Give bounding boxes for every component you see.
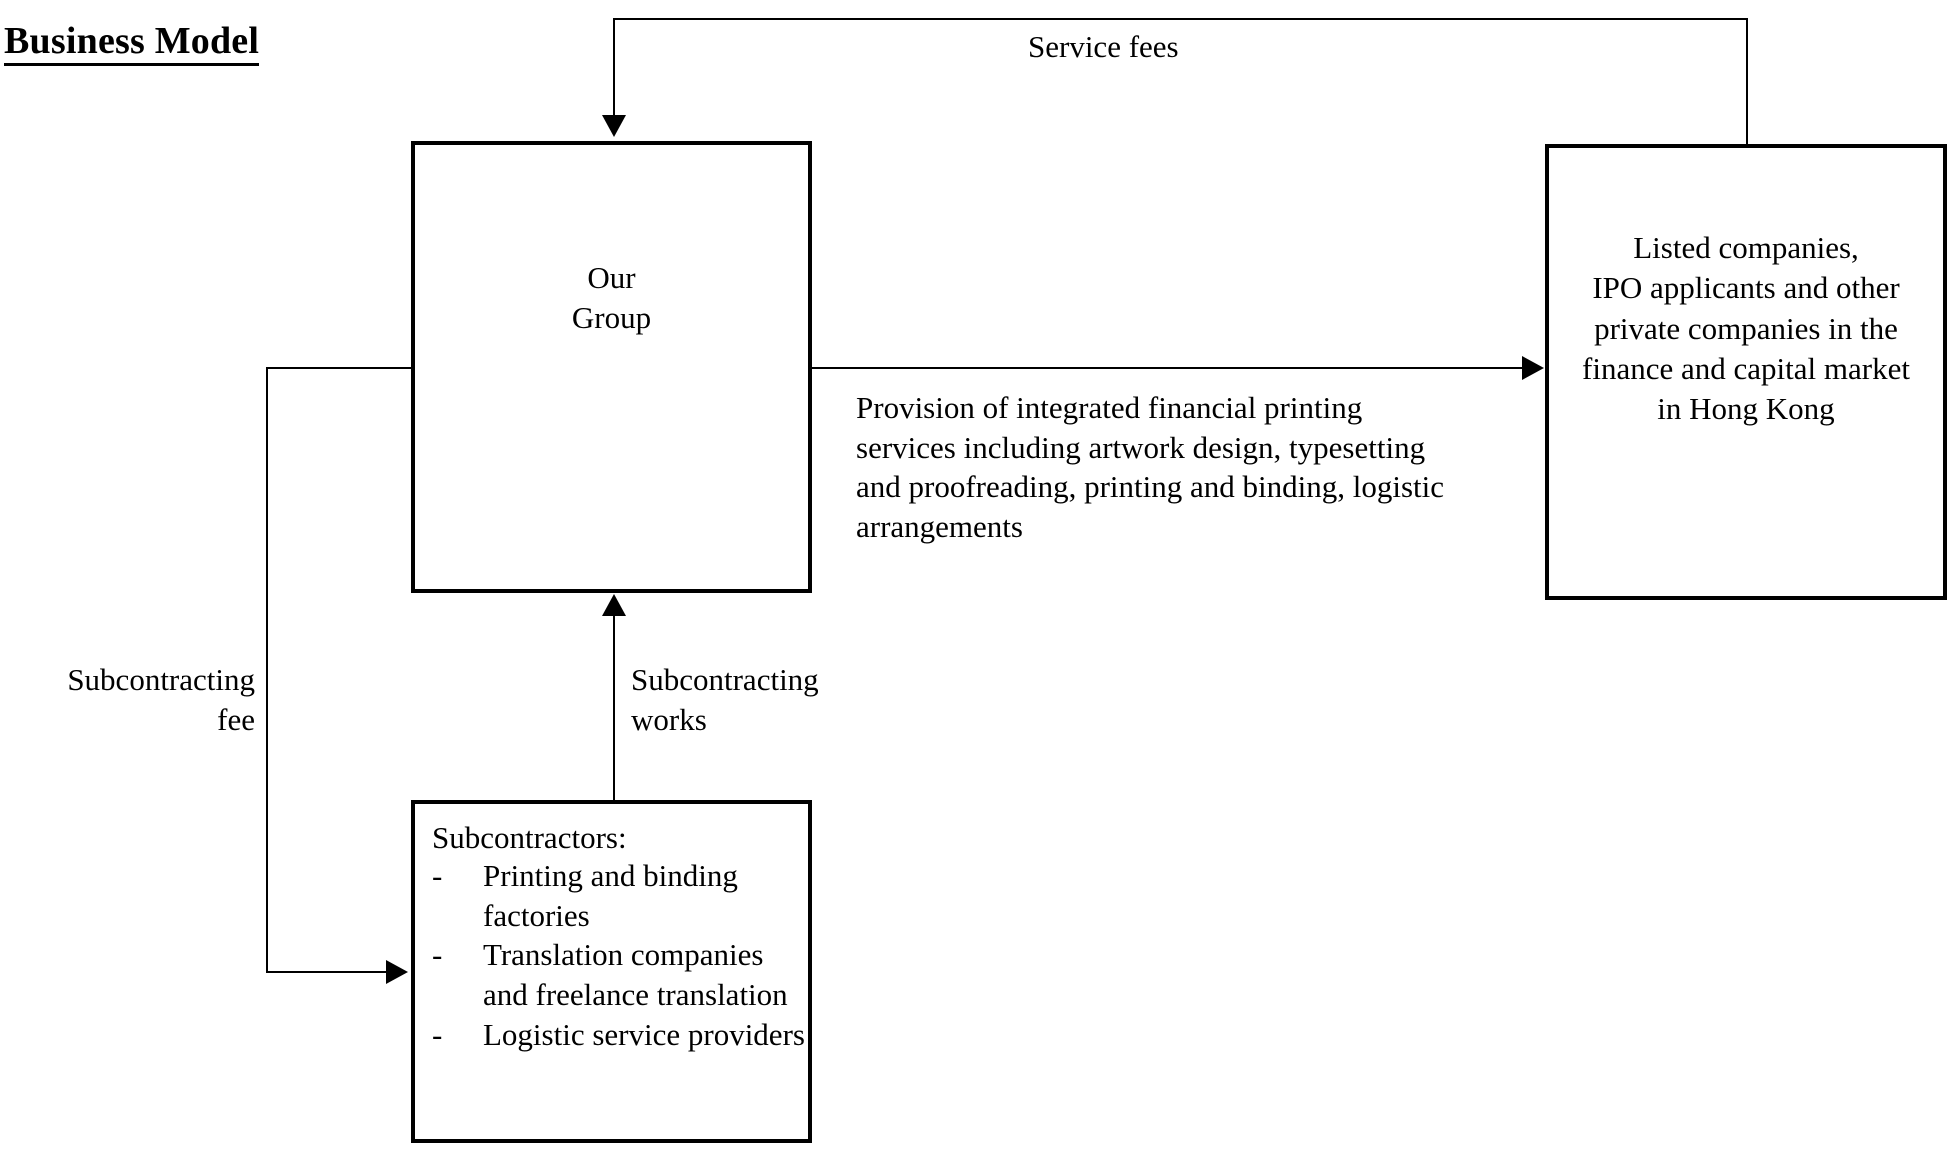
provision-line-4: arrangements bbox=[856, 509, 1023, 545]
subcontracting-fee-bottom-segment bbox=[266, 971, 388, 973]
list-item-label: Logistic service providers bbox=[483, 1016, 805, 1052]
provision-line-1: Provision of integrated financial printi… bbox=[856, 390, 1363, 425]
subcontracting-fee-riser bbox=[266, 367, 268, 971]
service-fees-arrowhead-icon bbox=[602, 115, 626, 137]
list-item: - Logistic service providers bbox=[432, 1015, 810, 1055]
list-item-label: Printing and binding factories bbox=[483, 858, 738, 933]
edge-label-subcontracting-works: Subcontracting works bbox=[631, 660, 891, 739]
service-fees-top-segment bbox=[613, 18, 1748, 20]
edge-label-provision: Provision of integrated financial printi… bbox=[856, 388, 1502, 547]
our-group-line-1: Our bbox=[587, 260, 636, 295]
subcontracting-works-line-2: works bbox=[631, 701, 707, 737]
our-group-label: Our Group bbox=[415, 258, 808, 337]
provision-line-2: services including artwork design, types… bbox=[856, 429, 1426, 465]
clients-line-5: in Hong Kong bbox=[1657, 391, 1835, 427]
subcontracting-works-line-1: Subcontracting bbox=[631, 662, 819, 697]
clients-line-4: finance and capital market bbox=[1582, 350, 1910, 386]
service-fees-riser-right bbox=[1746, 18, 1748, 145]
bullet-dash-icon: - bbox=[432, 1016, 443, 1052]
clients-line-1: Listed companies, bbox=[1633, 230, 1859, 265]
clients-line-3: private companies in the bbox=[1594, 310, 1898, 346]
provision-arrow-line bbox=[812, 367, 1524, 369]
list-item: - Translation companies and freelance tr… bbox=[432, 935, 810, 1014]
subcontracting-fee-top-segment bbox=[266, 367, 412, 369]
bullet-dash-icon: - bbox=[432, 858, 443, 893]
our-group-line-2: Group bbox=[571, 299, 652, 335]
subcontracting-fee-arrowhead-icon bbox=[386, 960, 408, 984]
service-fees-drop-left bbox=[613, 18, 615, 118]
subcontractors-heading: Subcontractors: bbox=[432, 820, 627, 855]
node-subcontractors: Subcontractors: - Printing and binding f… bbox=[411, 800, 812, 1143]
provision-arrowhead-icon bbox=[1522, 356, 1544, 380]
subcontracting-works-line bbox=[613, 596, 615, 802]
list-item-label: Translation companies and freelance tran… bbox=[483, 937, 788, 1013]
edge-label-subcontracting-fee: Subcontracting fee bbox=[20, 660, 255, 739]
subcontractors-list: - Printing and binding factories - Trans… bbox=[432, 856, 810, 1054]
subcontracting-fee-line-2: fee bbox=[217, 701, 255, 737]
subcontracting-works-arrowhead-icon bbox=[602, 594, 626, 616]
edge-label-service-fees: Service fees bbox=[1028, 29, 1179, 64]
node-clients: Listed companies, IPO applicants and oth… bbox=[1545, 144, 1947, 600]
clients-label: Listed companies, IPO applicants and oth… bbox=[1553, 228, 1939, 429]
clients-line-2: IPO applicants and other bbox=[1592, 270, 1900, 306]
bullet-dash-icon: - bbox=[432, 937, 443, 973]
subcontracting-fee-line-1: Subcontracting bbox=[67, 662, 255, 697]
page-title: Business Model bbox=[4, 21, 260, 66]
provision-line-3: and proofreading, printing and binding, … bbox=[856, 469, 1445, 505]
list-item: - Printing and binding factories bbox=[432, 856, 810, 935]
node-our-group: Our Group bbox=[411, 141, 812, 593]
